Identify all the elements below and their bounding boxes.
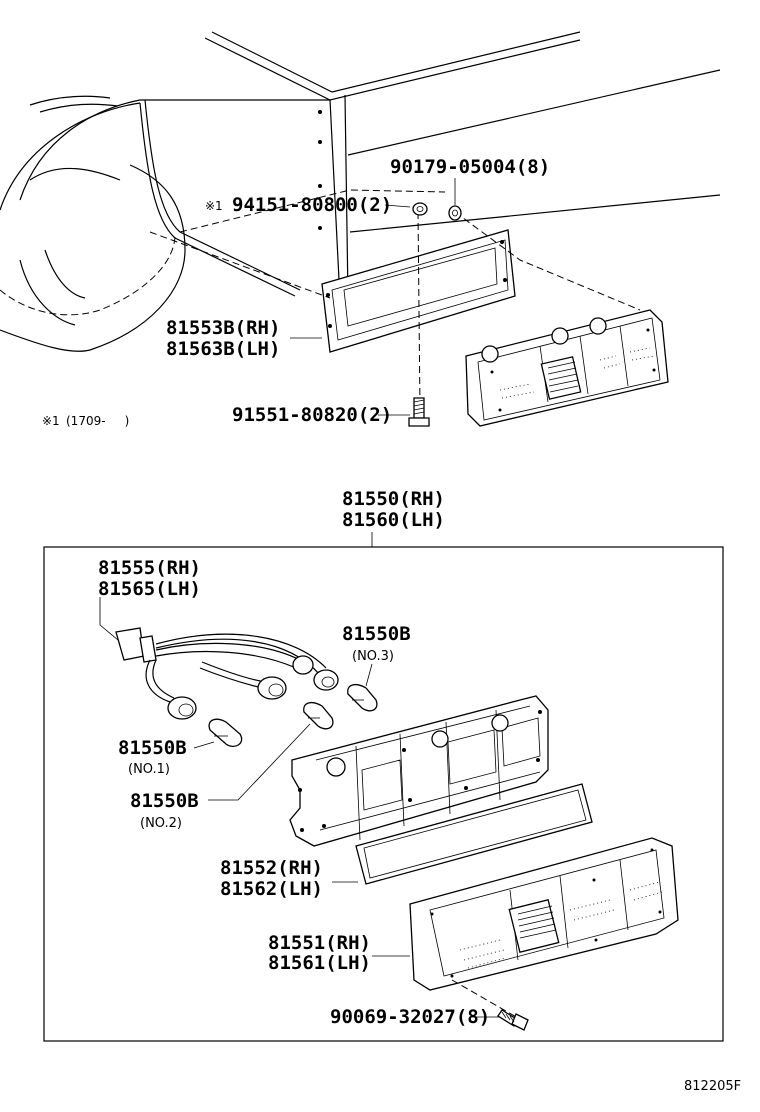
nut-icon [448, 205, 462, 221]
label-lens-rh: 81551(RH) [268, 932, 371, 954]
clip-icon [412, 202, 428, 216]
socket-wire-harness [115, 627, 339, 720]
gasket [355, 783, 593, 885]
lamp-housing [289, 695, 549, 847]
bulb-no2-icon [303, 701, 334, 730]
note-range: (1709- ) [66, 414, 129, 428]
label-bolt: 91551-80820(2) [232, 404, 392, 426]
label-lens-lh: 81561(LH) [268, 952, 371, 974]
screw-icon [497, 1009, 529, 1031]
bulb-no1-icon [208, 718, 243, 748]
label-clip-mark: ※1 [205, 199, 223, 213]
label-bulb-no1-sub: (NO.1) [128, 762, 170, 777]
assembly-frame [43, 546, 724, 1042]
note-mark: ※1 [42, 414, 60, 428]
label-nut: 90179-05004(8) [390, 156, 550, 178]
label-socket-rh: 81555(RH) [98, 557, 201, 579]
diagram-code: 812205F [684, 1079, 741, 1094]
label-socket-lh: 81565(LH) [98, 578, 201, 600]
screw-dash [451, 979, 519, 1019]
leaders-lower [99, 597, 500, 1018]
label-gasket-lh: 81562(LH) [220, 878, 323, 900]
lamp-lens [409, 837, 679, 991]
bulb-no3-icon [347, 683, 378, 712]
label-bracket-rh: 81553B(RH) [166, 317, 280, 339]
label-screw: 90069-32027(8) [330, 1006, 490, 1028]
label-bulb-no2-sub: (NO.2) [140, 816, 182, 831]
label-assy-rh: 81550(RH) [342, 488, 445, 510]
bolt-icon [408, 397, 430, 427]
label-bulb-no2: 81550B [130, 790, 199, 812]
label-gasket-rh: 81552(RH) [220, 857, 323, 879]
label-bulb-no3-sub: (NO.3) [352, 649, 394, 664]
tail-lamp-installed [465, 309, 669, 427]
assembly-lines-upper [149, 189, 641, 411]
vehicle-body-outline [0, 31, 721, 352]
label-bracket-lh: 81563B(LH) [166, 338, 280, 360]
label-bulb-no1: 81550B [118, 737, 187, 759]
leaders-upper [290, 178, 456, 416]
label-assy-lh: 81560(LH) [342, 509, 445, 531]
label-clip: 94151-80800(2) [232, 194, 392, 216]
label-bulb-no3: 81550B [342, 623, 411, 645]
